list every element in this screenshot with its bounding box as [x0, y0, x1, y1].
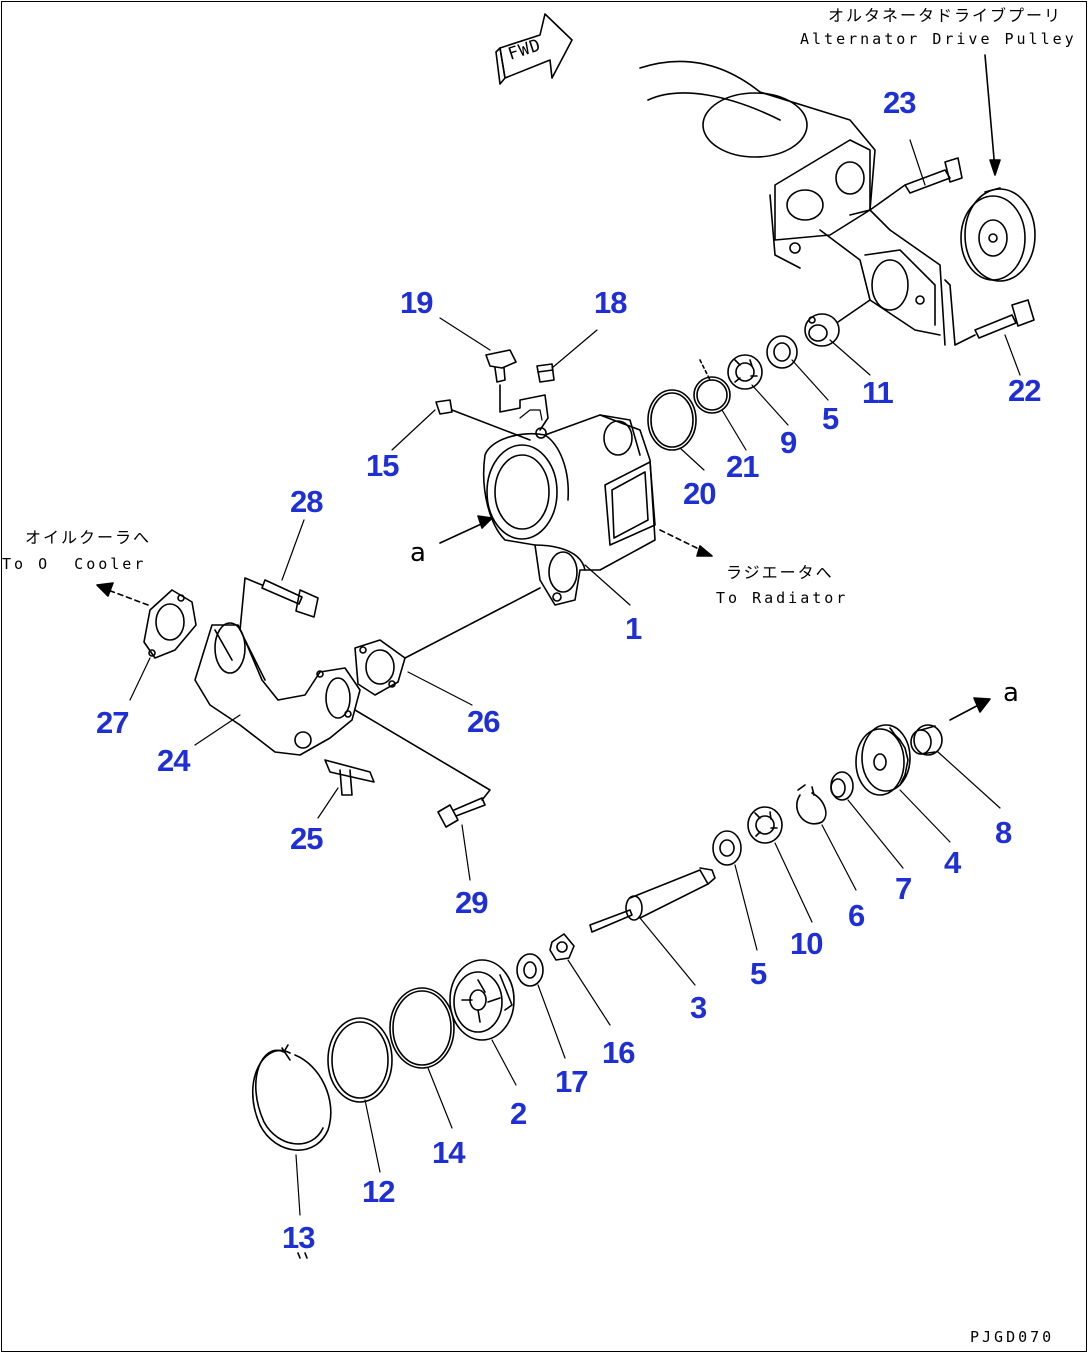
bolt-22: [944, 279, 1035, 346]
figure-code: PJGD070: [970, 1328, 1055, 1346]
callout-12: 12: [362, 1174, 395, 1209]
callout-28: 28: [290, 484, 323, 519]
alternator-pulley: [960, 187, 1036, 282]
callout-21: 21: [726, 449, 759, 484]
cover-12: [327, 1017, 393, 1103]
oil-cooler-label-en: To O Cooler: [2, 555, 147, 573]
pump-housing-1: [482, 414, 656, 606]
radiator-direction-line: [659, 529, 706, 553]
callout-16: 16: [602, 1035, 635, 1070]
callout-17: 17: [555, 1064, 588, 1099]
leader-11a: [837, 299, 871, 323]
fitting-25: [324, 759, 375, 796]
callout-5-lower: 5: [750, 956, 767, 991]
callout-10: 10: [790, 926, 823, 961]
washer-5-upper: [766, 335, 798, 369]
callout-3: 3: [690, 990, 707, 1025]
callout-5-upper: 5: [822, 401, 839, 436]
washer-5-lower: [712, 830, 742, 866]
callout-18: 18: [594, 285, 627, 320]
radiator-label-en: To Radiator: [716, 589, 849, 607]
callout-1: 1: [625, 611, 642, 646]
callout-20: 20: [683, 476, 716, 511]
callout-6: 6: [848, 898, 865, 933]
view-a-label-left: a: [410, 538, 426, 568]
bearing-10: [747, 806, 783, 844]
callout-29: 29: [455, 885, 488, 920]
callout-23: 23: [883, 85, 916, 120]
bolt-28: [239, 577, 319, 631]
callout-2: 2: [510, 1096, 527, 1131]
callout-24: 24: [157, 743, 190, 778]
leader-alternator: [984, 54, 996, 171]
callout-9: 9: [780, 425, 797, 460]
callout-22: 22: [1008, 373, 1041, 408]
bolt-23: [849, 157, 963, 216]
view-a-arrow-right: [973, 697, 991, 713]
callout-26: 26: [467, 704, 500, 739]
bolt-29: [354, 709, 491, 828]
snap-ring-21: [693, 376, 731, 414]
collar-8: [910, 724, 943, 756]
o-ring-14: [389, 987, 455, 1069]
oil-cooler-direction-line: [107, 589, 149, 606]
engine-block-outline: [639, 60, 946, 381]
gear-4: [855, 724, 911, 796]
callout-4: 4: [944, 845, 961, 880]
o-ring-20: [647, 389, 697, 451]
fwd-arrow-icon: [495, 13, 573, 85]
view-a-arrow-left: [477, 515, 493, 529]
oil-cooler-arrow-icon: [96, 582, 114, 597]
plug-15: [435, 399, 453, 415]
alternator-label-en: Alternator Drive Pulley: [800, 30, 1077, 48]
callout-25: 25: [290, 821, 323, 856]
spacer-7: [830, 771, 854, 801]
oil-cooler-label-jp: オイルクーラへ: [25, 528, 152, 547]
leader-19-18: [499, 384, 549, 431]
callout-8: 8: [995, 815, 1012, 850]
callout-7: 7: [895, 871, 912, 906]
tick-marks: [297, 1252, 308, 1259]
radiator-label-jp: ラジエータへ: [726, 563, 834, 582]
alternator-label-jp: オルタネータドライブプーリ: [828, 6, 1063, 25]
callout-13: 13: [282, 1220, 315, 1255]
elbow-pipe-24: [194, 622, 361, 756]
leader-15: [451, 409, 531, 441]
impeller-2: [449, 959, 515, 1041]
callout-leaders: [129, 139, 1021, 1216]
arrowhead-alternator: [989, 159, 1001, 176]
flange-11: [804, 313, 840, 347]
bearing-9: [727, 354, 763, 390]
cock-19: [485, 349, 517, 383]
seal-17: [516, 953, 544, 987]
snap-ring-6: [796, 784, 827, 825]
callout-11: 11: [862, 375, 894, 410]
snap-ring-13: [251, 1044, 332, 1151]
leader-26-to-pump: [404, 587, 541, 659]
plug-18: [536, 363, 555, 383]
view-a-label-right: a: [1003, 678, 1019, 708]
radiator-arrow-icon: [696, 545, 713, 557]
callout-19: 19: [400, 285, 433, 320]
shaft-3: [589, 867, 716, 933]
gasket-27: [143, 589, 197, 659]
nut-16: [549, 933, 575, 961]
callout-14: 14: [432, 1135, 465, 1170]
callout-15: 15: [366, 448, 399, 483]
callout-27: 27: [96, 705, 129, 740]
gasket-26: [354, 639, 406, 696]
